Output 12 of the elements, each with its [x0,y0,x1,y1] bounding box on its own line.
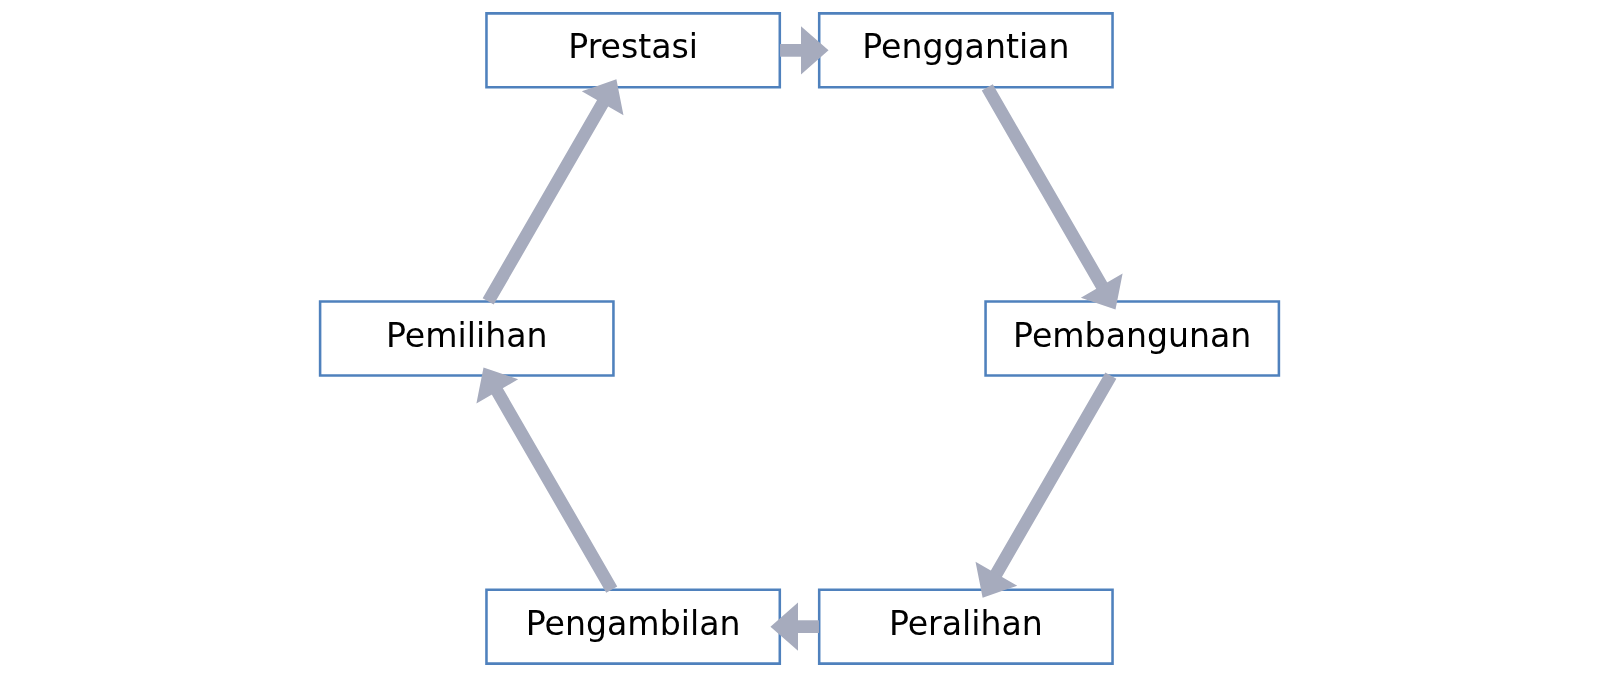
node-box: Pemilihan [318,300,615,377]
node-box: Prestasi [485,12,782,89]
arrow [780,26,829,75]
node-box: Penggantian [817,12,1114,89]
arrow [981,84,1123,310]
arrow [770,602,819,651]
arrow [476,367,618,593]
arrow [482,79,624,305]
node-box: Pengambilan [485,588,782,665]
node-box: Peralihan [817,588,1114,665]
arrow [975,372,1117,598]
node-box: Pembangunan [984,300,1281,377]
